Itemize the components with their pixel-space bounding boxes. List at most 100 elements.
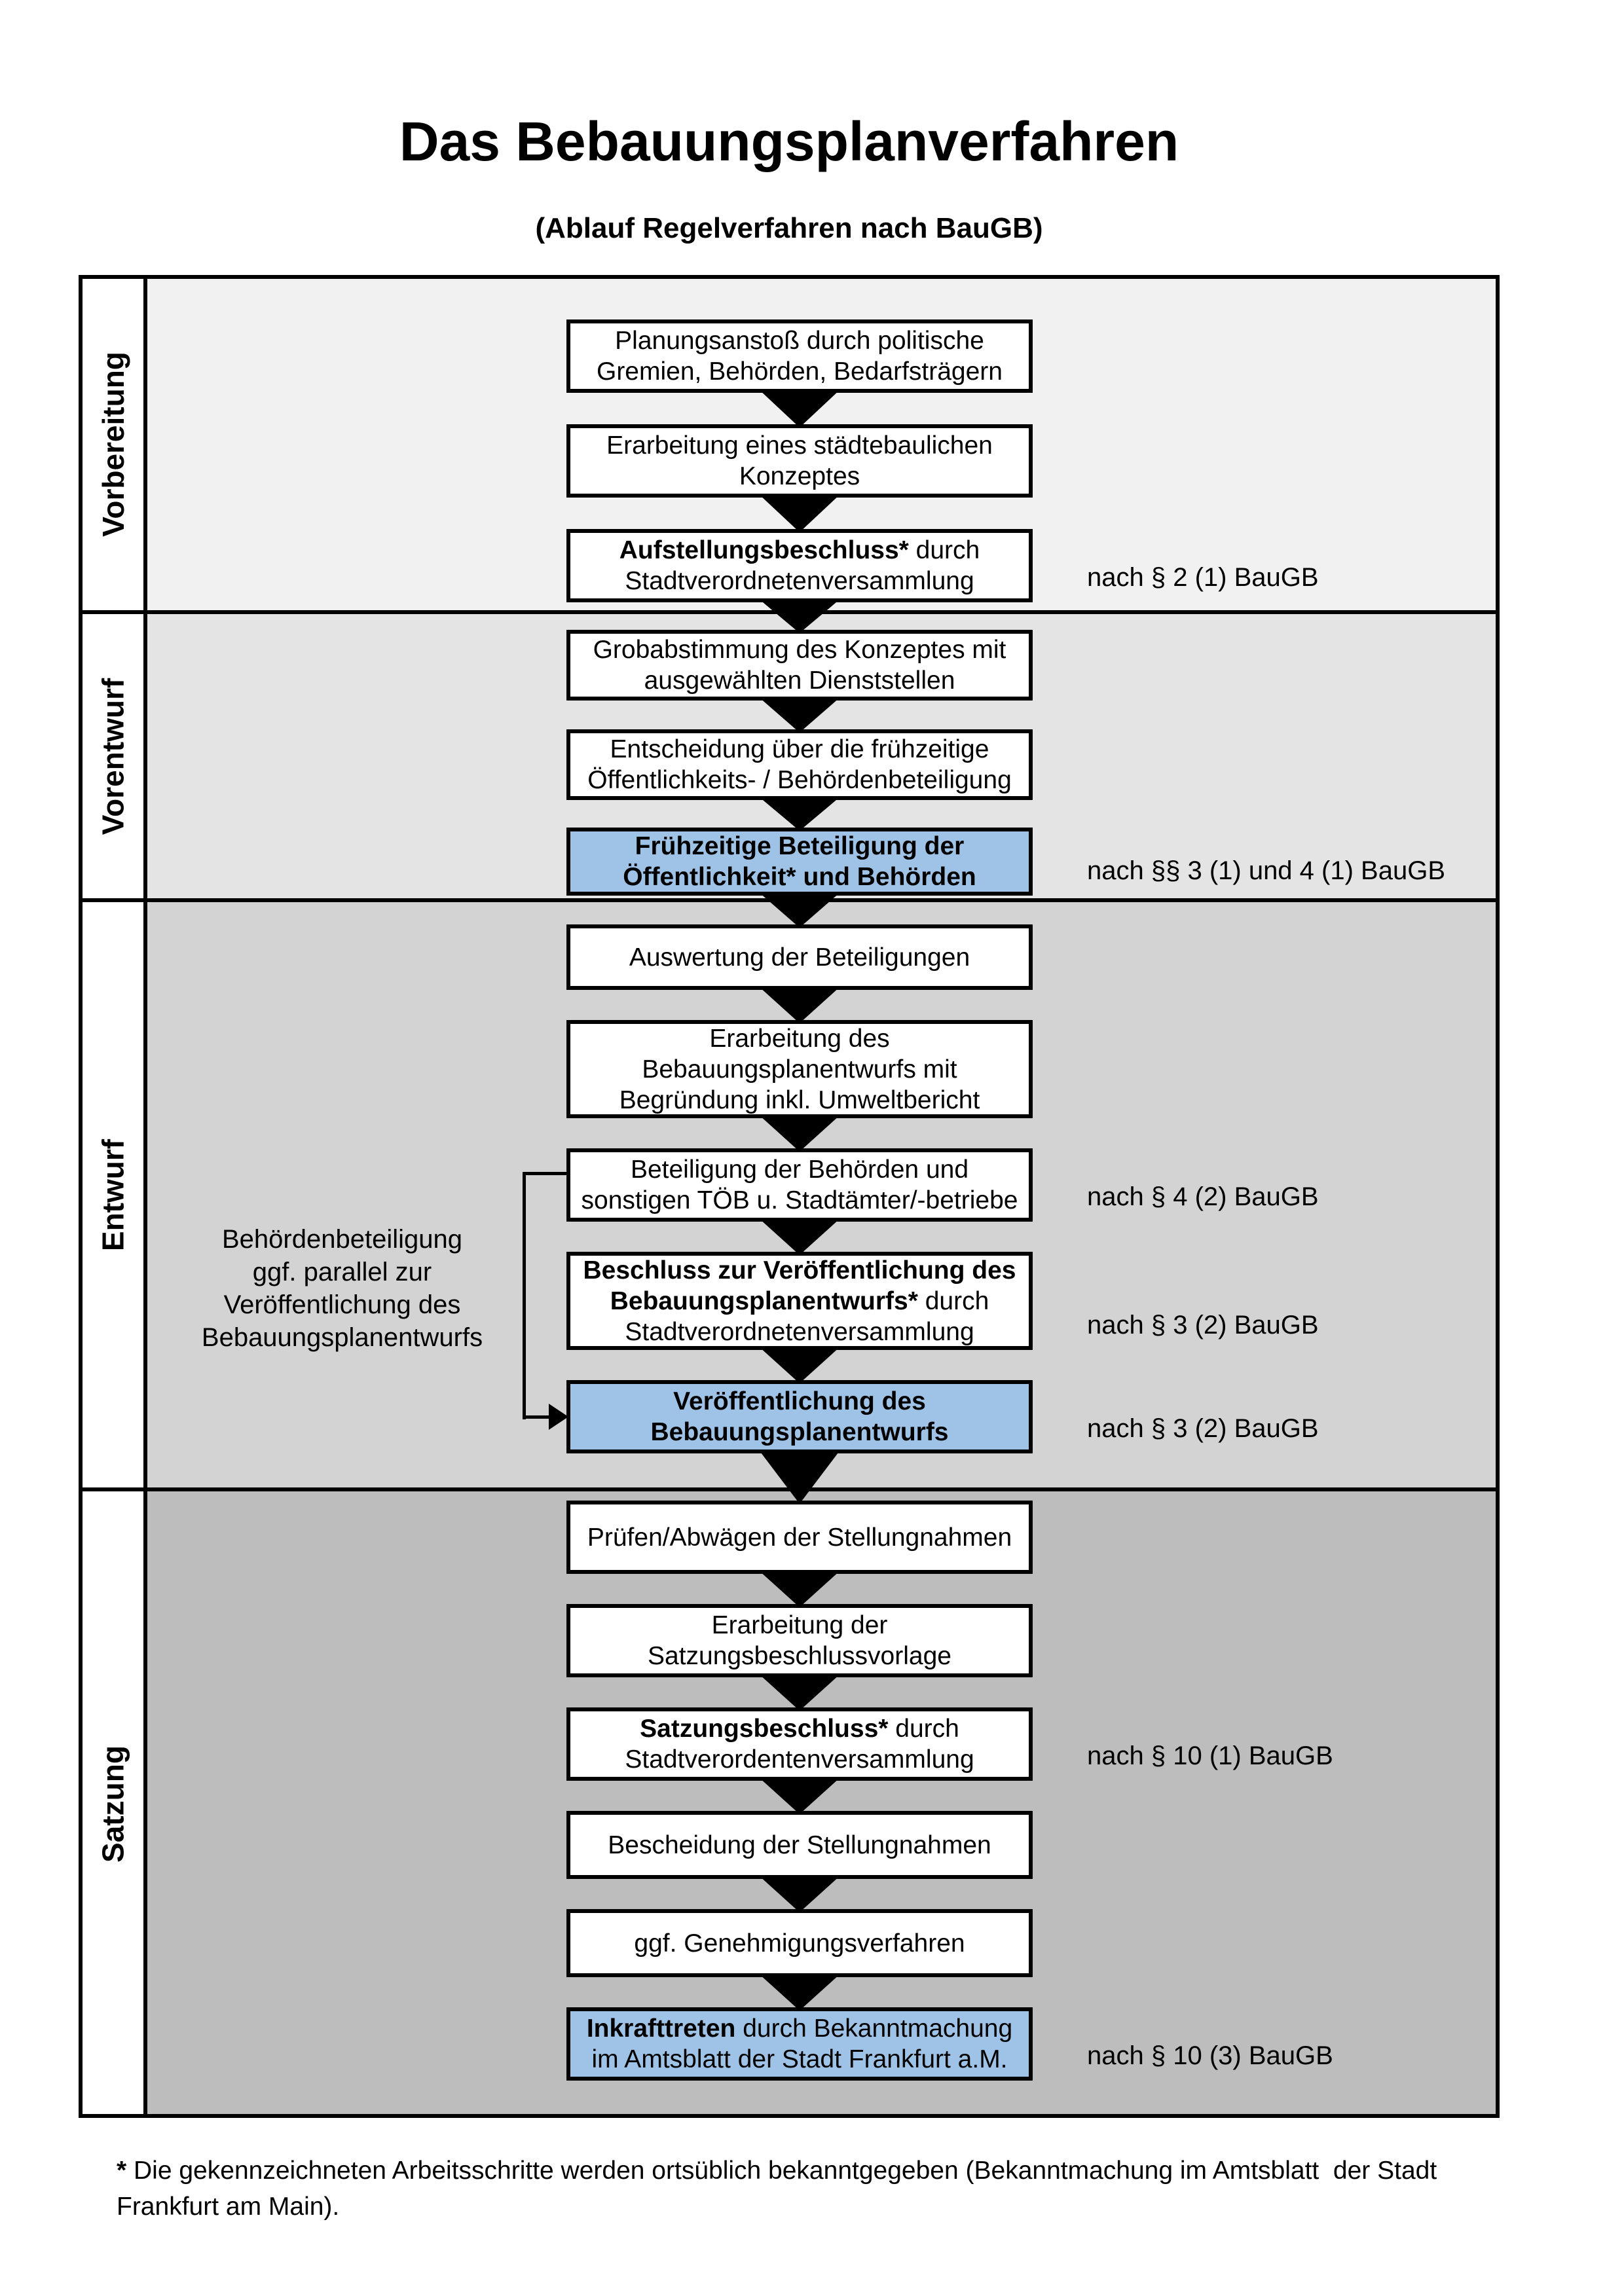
diagram-frame <box>79 275 1500 2118</box>
step-line: Prüfen/Abwägen der Stellungnahmen <box>587 1522 1012 1553</box>
legal-note-11: nach § 3 (2) BauGB <box>1087 1414 1319 1443</box>
bold-text: Veröffentlichung des <box>673 1387 926 1415</box>
down-arrow-icon-14 <box>759 1777 840 1814</box>
bracket-vertical-line <box>523 1172 526 1419</box>
step-line: Öffentlichkeit* und Behörden <box>623 862 976 892</box>
step-line: Aufstellungsbeschluss* durch <box>619 535 980 566</box>
down-arrow-icon-1 <box>759 390 840 428</box>
footnote-line: Frankfurt am Main). <box>117 2189 1544 2225</box>
down-arrow-icon-3 <box>759 599 840 633</box>
step-line: Erarbeitung eines städtebaulichen <box>606 430 993 461</box>
text: durch <box>888 1715 959 1743</box>
bold-text: Beschluss zur Veröffentlichung des <box>583 1256 1016 1285</box>
label-column-divider <box>143 275 147 2118</box>
text: ausgewählten Dienststellen <box>644 666 955 695</box>
step-line: Erarbeitung der <box>712 1610 888 1641</box>
text: Erarbeitung der <box>711 1611 888 1639</box>
step-line: Satzungsbeschlussvorlage <box>648 1641 951 1671</box>
phase-label-2: Entwurf <box>96 1139 130 1252</box>
text: durch Bekanntmachung <box>735 2014 1013 2043</box>
text: Stadtverordentenversammlung <box>625 1745 974 1774</box>
flow-step-16: ggf. Genehmigungsverfahren <box>566 1909 1033 1977</box>
down-arrow-icon-4 <box>759 697 840 733</box>
down-arrow-icon-7 <box>759 987 840 1023</box>
text: Gremien, Behörden, Bedarfsträgern <box>596 357 1003 386</box>
down-arrow-icon-2 <box>759 494 840 532</box>
step-line: Inkrafttreten durch Bekanntmachung <box>587 2013 1012 2044</box>
step-line: Beteiligung der Behörden und <box>631 1154 969 1185</box>
text: Planungsanstoß durch politische <box>615 327 984 355</box>
step-line: Grobabstimmung des Konzeptes mit <box>593 634 1006 665</box>
text: Öffentlichkeits- / Behördenbeteiligung <box>587 766 1012 794</box>
down-arrow-icon-11 <box>759 1450 840 1504</box>
step-line: ggf. Genehmigungsverfahren <box>634 1928 965 1959</box>
bold-text: Frühzeitige Beteiligung der <box>635 832 965 860</box>
legal-note-10: nach § 3 (2) BauGB <box>1087 1311 1319 1339</box>
down-arrow-icon-16 <box>759 1974 840 2011</box>
step-line: Bescheidung der Stellungnahmen <box>608 1830 991 1861</box>
step-line: sonstigen TÖB u. Stadtämter/-betriebe <box>581 1185 1018 1216</box>
legal-note-17: nach § 10 (3) BauGB <box>1087 2041 1333 2070</box>
legal-note-14: nach § 10 (1) BauGB <box>1087 1741 1333 1770</box>
text: Prüfen/Abwägen der Stellungnahmen <box>587 1523 1012 1552</box>
bold-text: Bebauungsplanentwurfs* <box>610 1286 918 1315</box>
flow-step-15: Bescheidung der Stellungnahmen <box>566 1811 1033 1879</box>
step-line: ausgewählten Dienststellen <box>644 665 955 696</box>
step-line: Stadtverordentenversammlung <box>625 1744 974 1775</box>
parallel-note-line: Behördenbeteiligung <box>222 1225 462 1254</box>
bold-text: Satzungsbeschluss* <box>640 1715 889 1743</box>
flow-step-12: Prüfen/Abwägen der Stellungnahmen <box>566 1501 1033 1574</box>
step-line: Auswertung der Beteiligungen <box>629 942 970 973</box>
footnote: * Die gekennzeichneten Arbeitsschritte w… <box>117 2153 1544 2225</box>
text: Bebauungsplanentwurfs mit <box>642 1055 957 1084</box>
bold-text: Bebauungsplanentwurfs <box>650 1418 949 1446</box>
text: durch <box>908 536 980 564</box>
text: Frankfurt am Main). <box>117 2193 340 2221</box>
page-subtitle: (Ablauf Regelverfahren nach BauGB) <box>535 212 1043 244</box>
step-line: Beschluss zur Veröffentlichung des <box>583 1255 1016 1286</box>
step-line: Bebauungsplanentwurfs <box>650 1417 948 1448</box>
bold-text: Inkrafttreten <box>586 2014 736 2043</box>
text: sonstigen TÖB u. Stadtämter/-betriebe <box>581 1186 1018 1214</box>
down-arrow-icon-10 <box>759 1347 840 1383</box>
text: Satzungsbeschlussvorlage <box>648 1642 951 1670</box>
step-line: im Amtsblatt der Stadt Frankfurt a.M. <box>591 2044 1007 2075</box>
phase-label-0: Vorbereitung <box>96 352 130 537</box>
phase-label-1: Vorentwurf <box>96 678 130 835</box>
bracket-top-line <box>523 1172 566 1175</box>
step-line: Planungsanstoß durch politische <box>615 325 984 356</box>
text: Erarbeitung eines städtebaulichen <box>606 431 993 460</box>
text: Stadtverordnetenversammlung <box>625 1317 974 1346</box>
step-line: Stadtverordnetenversammlung <box>625 1317 974 1347</box>
legal-note-6: nach §§ 3 (1) und 4 (1) BauGB <box>1087 856 1445 885</box>
step-line: Stadtverordnetenversammlung <box>625 566 974 596</box>
bold-text: * <box>117 2157 134 2185</box>
parallel-note-line: Bebauungsplanentwurfs <box>201 1323 483 1352</box>
text: im Amtsblatt der Stadt Frankfurt a.M. <box>591 2045 1008 2073</box>
step-line: Öffentlichkeits- / Behördenbeteiligung <box>587 765 1012 795</box>
down-arrow-icon-6 <box>759 892 840 928</box>
text: Bescheidung der Stellungnahmen <box>608 1831 991 1859</box>
step-line: Bebauungsplanentwurfs mit <box>642 1054 957 1085</box>
bold-text: Öffentlichkeit* und Behörden <box>623 863 976 891</box>
text: ggf. Genehmigungsverfahren <box>634 1929 965 1958</box>
text: Die gekennzeichneten Arbeitsschritte wer… <box>134 2157 1437 2185</box>
down-arrow-icon-15 <box>759 1876 840 1912</box>
text: Auswertung der Beteiligungen <box>629 943 970 972</box>
page-title: Das Bebauungsplanverfahren <box>399 111 1179 172</box>
footnote-line: * Die gekennzeichneten Arbeitsschritte w… <box>117 2153 1544 2189</box>
step-line: Entscheidung über die frühzeitige <box>610 734 989 765</box>
step-line: Frühzeitige Beteiligung der <box>635 831 965 862</box>
right-arrow-icon <box>549 1404 568 1430</box>
parallel-note-line: Veröffentlichung des <box>223 1290 461 1319</box>
parallel-note-line: ggf. parallel zur <box>252 1258 432 1286</box>
